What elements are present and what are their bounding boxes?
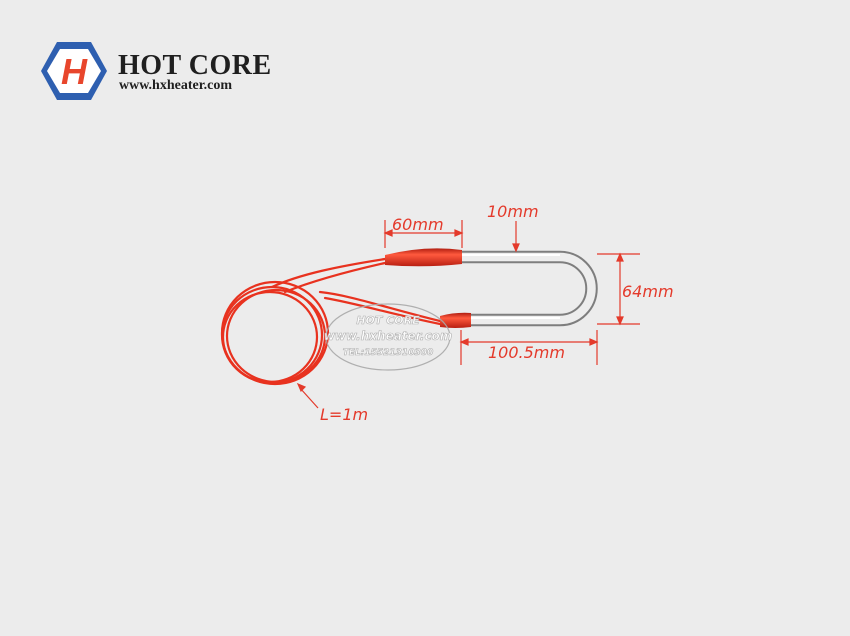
u-tube [462,250,598,327]
lower-sleeve [440,312,471,328]
sleeve-length-label: 60mm [392,215,444,234]
length-label: 100.5mm [488,343,565,362]
hexagon-logo-icon: H [41,42,107,100]
logo-letter: H [61,51,88,92]
dimension-lines [296,220,640,409]
lead-wire [220,257,442,386]
watermark-url: www.hxheater.com [324,329,453,343]
brand-logo: H HOT CORE www.hxheater.com [40,40,300,104]
watermark-tel: TEL:15521310300 [343,348,434,358]
diameter-label: 10mm [487,202,539,221]
brand-url: www.hxheater.com [119,78,233,93]
width-label: 64mm [622,282,674,301]
upper-sleeve [385,248,462,267]
lead-length-label: L=1m [320,405,368,424]
watermark-brand: HOT CORE [356,314,420,327]
watermark-stamp: HOT CORE www.hxheater.com TEL:1552131030… [323,303,453,371]
brand-name: HOT CORE [118,50,272,81]
